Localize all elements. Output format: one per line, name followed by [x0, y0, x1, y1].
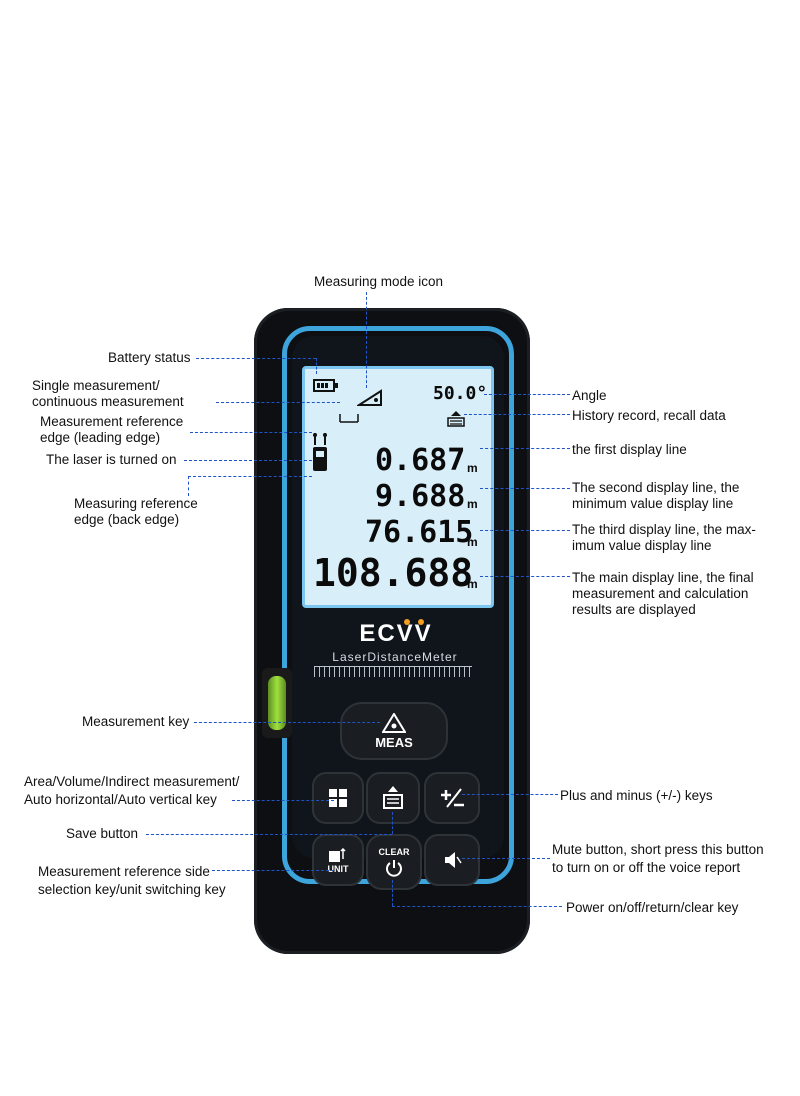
clear-power-button[interactable]: CLEAR [366, 834, 422, 890]
label-ref-side-2: selection key/unit switching key [38, 882, 226, 897]
label-measuring-mode-icon: Measuring mode icon [314, 274, 444, 289]
speaker-icon [445, 852, 462, 868]
single-continuous-icon [339, 414, 359, 423]
laser-triangle-icon [382, 712, 406, 733]
label-third-line-2: imum value display line [572, 538, 712, 553]
lead-ref-back-drop [188, 476, 189, 496]
label-main-line-1: The main display line, the final [572, 570, 754, 585]
label-area-volume-1: Area/Volume/Indirect measurement/ [24, 774, 240, 789]
lead-main-line [480, 576, 570, 577]
label-battery-status: Battery status [108, 350, 191, 365]
label-main-line-3: results are displayed [572, 602, 696, 617]
first-display-line: 0.687 [375, 443, 466, 478]
label-single-continuous-2: continuous measurement [32, 394, 184, 409]
lead-second-line [480, 488, 570, 489]
plus-minus-button[interactable] [424, 772, 480, 824]
unit-button[interactable]: UNIT [312, 834, 364, 886]
main-line-unit: m [467, 577, 478, 591]
label-mute-2: to turn on or off the voice report [552, 860, 741, 875]
second-line-unit: m [467, 497, 478, 511]
clear-label: CLEAR [378, 847, 410, 857]
bubble-vial [268, 676, 286, 730]
lead-third-line [480, 530, 570, 531]
save-icon [383, 786, 403, 809]
label-measurement-key: Measurement key [82, 714, 190, 729]
label-laser-on: The laser is turned on [46, 452, 177, 467]
label-second-line-1: The second display line, the [572, 480, 740, 495]
lead-laser-on [184, 460, 312, 461]
label-area-volume-2: Auto horizontal/Auto vertical key [24, 792, 217, 807]
lead-power [392, 906, 562, 907]
lead-measurement-key [194, 722, 380, 723]
lead-battery [196, 358, 316, 359]
lead-mode-icon [366, 292, 367, 388]
label-history: History record, recall data [572, 408, 726, 423]
area-volume-button[interactable] [312, 772, 364, 824]
label-third-line-1: The third display line, the max- [572, 522, 756, 537]
history-icon [447, 411, 465, 427]
lead-history [464, 414, 570, 415]
angle-readout: 50.0° [433, 383, 488, 404]
power-icon [386, 860, 402, 877]
unit-label: UNIT [327, 863, 349, 874]
measuring-mode-icon [357, 389, 382, 406]
label-power: Power on/off/return/clear key [566, 900, 739, 915]
label-ref-leading-1: Measurement reference [40, 414, 184, 429]
label-single-continuous-1: Single measurement/ [32, 378, 160, 393]
mute-button[interactable] [424, 834, 480, 886]
lead-ref-back [188, 476, 312, 477]
meas-button[interactable]: MEAS [340, 702, 448, 760]
model-name: LaserDistanceMeter [332, 650, 458, 664]
label-angle: Angle [572, 388, 607, 403]
lead-mute [462, 858, 550, 859]
lcd-screen: 50.0° 0.687 m 9.688 m 76.615 m 108.688 m [302, 366, 494, 608]
lead-battery-drop [316, 358, 317, 374]
laser-reference-icon [313, 433, 327, 471]
lead-angle [484, 394, 570, 395]
lead-area-volume [232, 800, 334, 801]
brand-logo: ECVV [359, 620, 433, 647]
plus-minus-icon [441, 788, 464, 808]
reference-side-icon [329, 847, 346, 862]
lead-save [146, 834, 392, 835]
third-line-unit: m [467, 535, 478, 549]
label-ref-back-2: edge (back edge) [74, 512, 180, 527]
lead-power-drop [392, 880, 393, 906]
battery-icon [313, 379, 338, 392]
grid-icon [329, 789, 347, 807]
second-display-line: 9.688 [375, 479, 466, 514]
main-display-line: 108.688 [313, 551, 474, 595]
lead-first-line [480, 448, 570, 449]
label-second-line-2: minimum value display line [572, 496, 734, 511]
label-first-line: the first display line [572, 442, 687, 457]
third-display-line: 76.615 [365, 515, 474, 550]
lead-ref-side [212, 870, 334, 871]
label-ref-side-1: Measurement reference side [38, 864, 210, 879]
brand-dots [404, 612, 424, 630]
lead-ref-leading [190, 432, 312, 433]
label-save-button: Save button [66, 826, 139, 841]
label-plus-minus: Plus and minus (+/-) keys [560, 788, 713, 803]
save-button[interactable] [366, 772, 420, 824]
label-ref-leading-2: edge (leading edge) [40, 430, 161, 445]
lead-plus-minus [462, 794, 558, 795]
meas-label: MEAS [375, 734, 413, 750]
label-ref-back-1: Measuring reference [74, 496, 198, 511]
lead-save-rise [392, 812, 393, 834]
first-line-unit: m [467, 461, 478, 475]
label-main-line-2: measurement and calculation [572, 586, 749, 601]
ruler-scale [314, 666, 472, 677]
label-mute-1: Mute button, short press this button [552, 842, 764, 857]
lead-single-continuous [216, 402, 340, 403]
